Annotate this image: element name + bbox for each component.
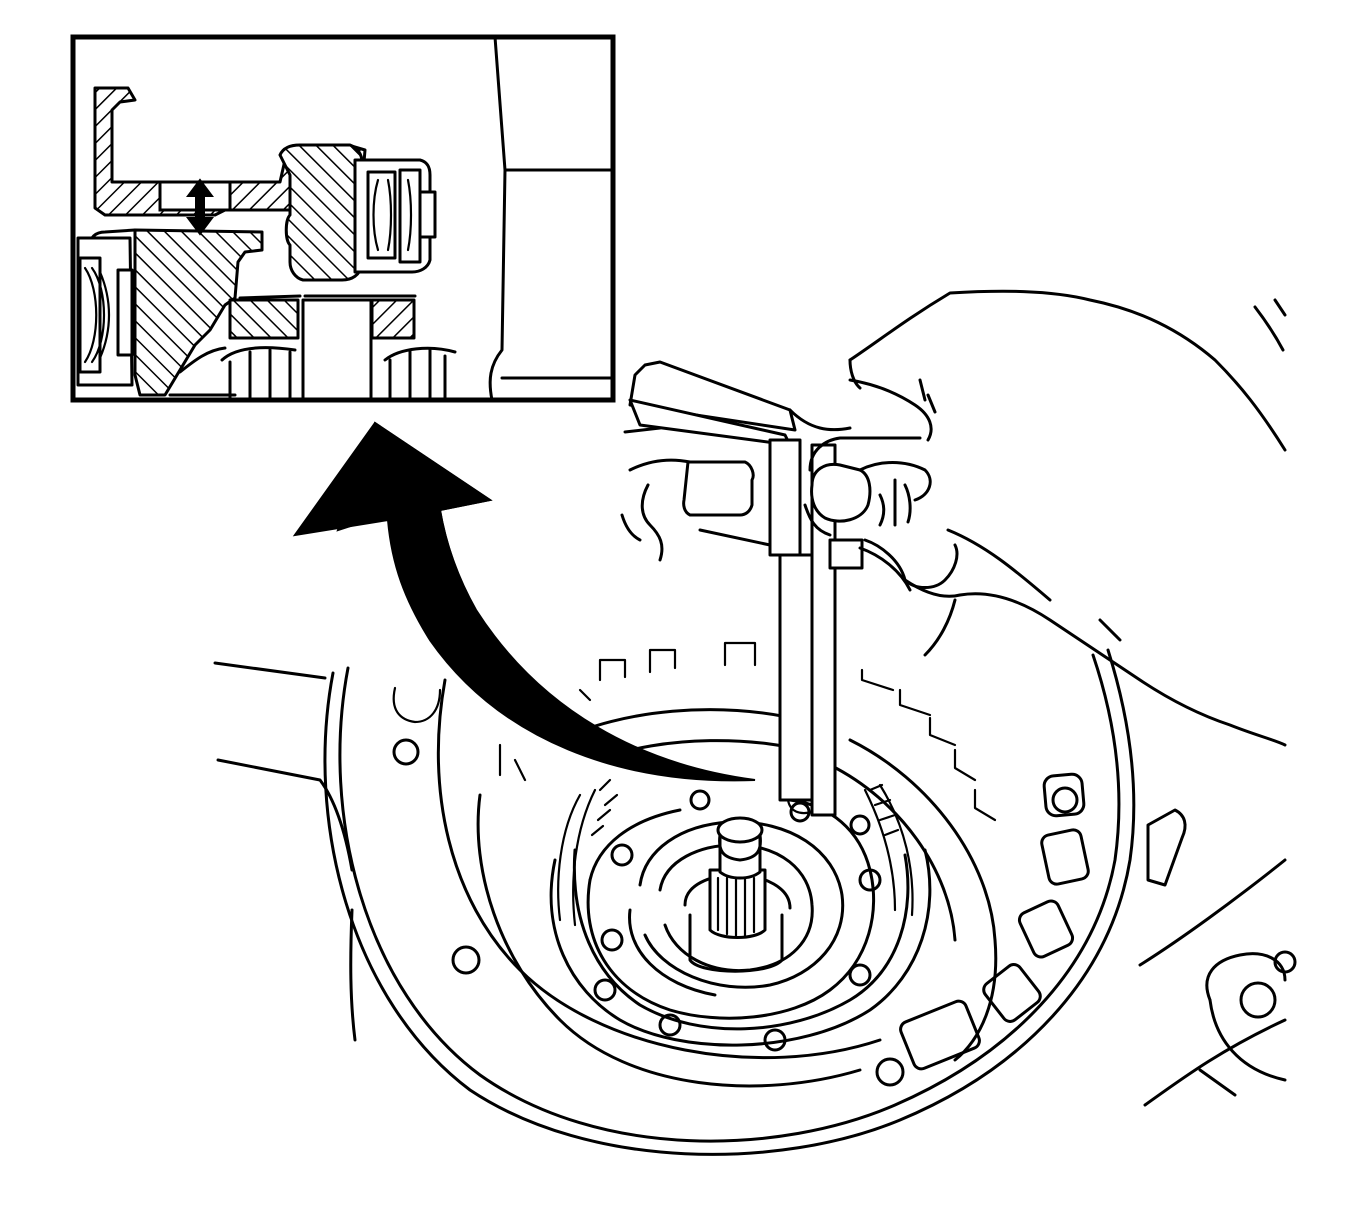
window-slots bbox=[899, 772, 1187, 1071]
callout-arrow-icon bbox=[292, 421, 756, 782]
input-shaft bbox=[683, 816, 792, 973]
measurement-arrow-icon bbox=[186, 178, 214, 236]
inset-frame bbox=[70, 34, 616, 403]
hand bbox=[620, 289, 1287, 747]
drum-splines bbox=[392, 641, 997, 822]
detail-inset bbox=[70, 34, 616, 403]
bolt-holes-inner bbox=[593, 789, 882, 1052]
bolt-holes-outer bbox=[392, 738, 1079, 1087]
depth-caliper bbox=[628, 360, 864, 817]
transmission-housing bbox=[213, 641, 1297, 1156]
